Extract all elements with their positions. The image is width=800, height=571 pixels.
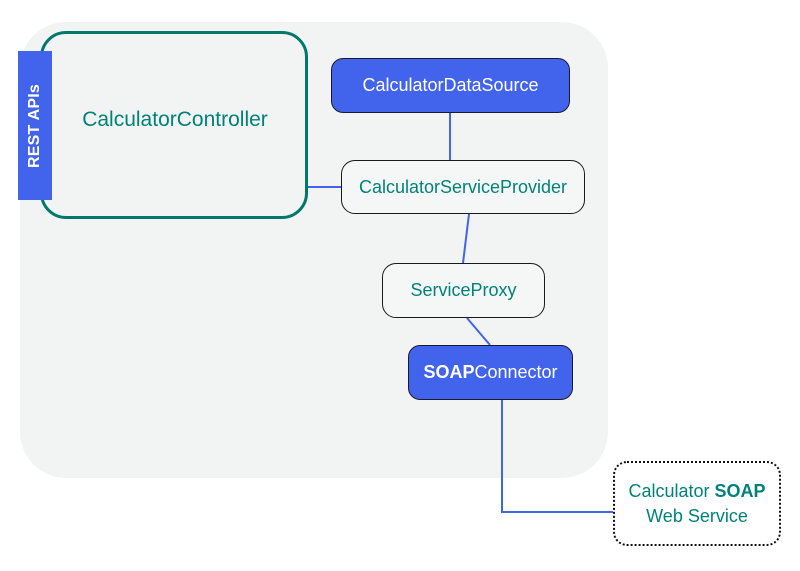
rest-apis-tab-label: REST APIs: [26, 83, 43, 168]
node-soap-connector-label-bold: SOAP: [423, 362, 475, 382]
web-service-label-line1-prefix: Calculator: [628, 480, 715, 501]
node-calculator-soap-web-service[interactable]: Calculator SOAP Web Service: [613, 461, 781, 546]
web-service-label-line2: Web Service: [646, 505, 748, 526]
node-calculator-soap-web-service-label: Calculator SOAP Web Service: [628, 479, 765, 529]
node-soap-connector-label-rest: Connector: [474, 362, 558, 382]
rest-apis-tab[interactable]: REST APIs: [18, 51, 52, 200]
node-soap-connector[interactable]: SOAPConnector: [408, 345, 573, 400]
node-service-proxy-label: ServiceProxy: [410, 280, 517, 300]
node-service-proxy[interactable]: ServiceProxy: [382, 263, 545, 318]
node-calculator-service-provider-label: CalculatorServiceProvider: [358, 176, 568, 197]
node-calculator-service-provider[interactable]: CalculatorServiceProvider: [341, 160, 585, 214]
node-calculator-datasource[interactable]: CalculatorDataSource: [331, 58, 570, 113]
node-soap-connector-label: SOAPConnector: [423, 362, 557, 383]
web-service-label-line1-bold: SOAP: [714, 480, 766, 501]
node-calculator-controller[interactable]: CalculatorController: [82, 108, 268, 131]
node-calculator-datasource-label: CalculatorDataSource: [362, 75, 539, 95]
